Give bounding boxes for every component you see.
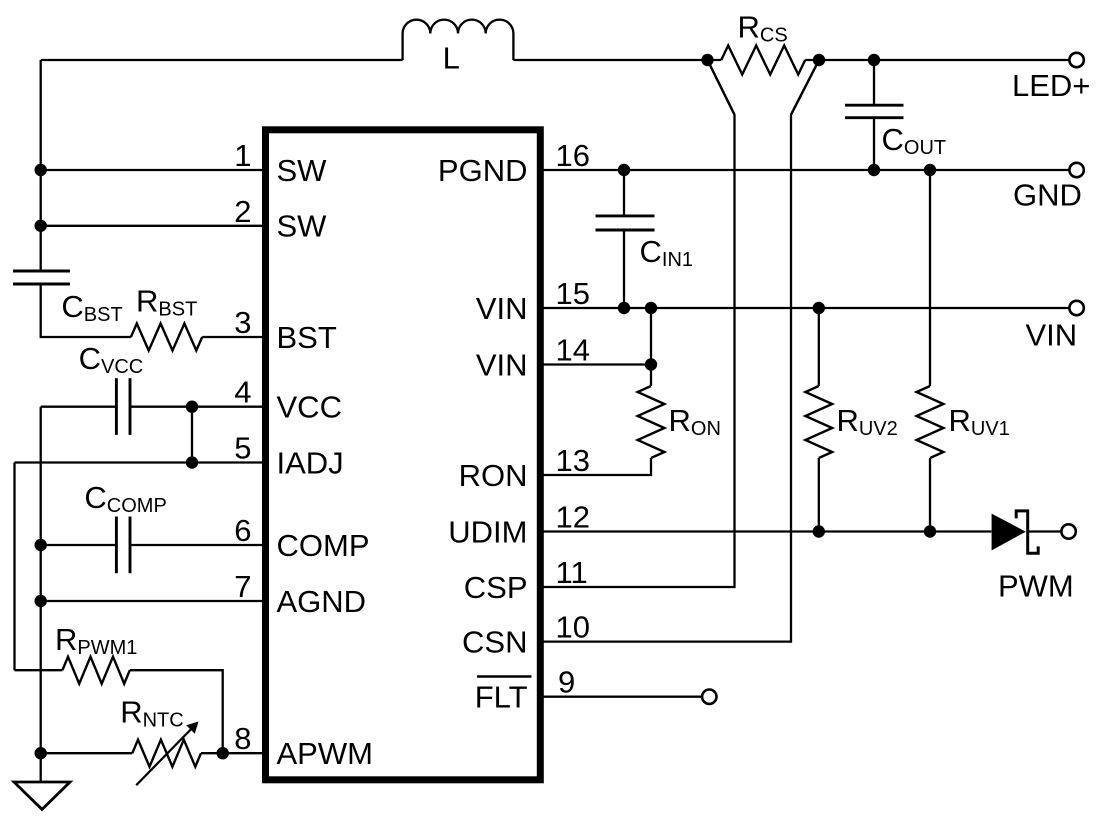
svg-text:10: 10 xyxy=(556,610,590,645)
svg-text:NTC: NTC xyxy=(143,710,184,732)
svg-text:OUT: OUT xyxy=(904,137,946,159)
svg-text:CSN: CSN xyxy=(462,625,527,660)
svg-text:R: R xyxy=(738,10,760,45)
svg-text:R: R xyxy=(55,622,77,657)
svg-text:APWM: APWM xyxy=(277,736,373,771)
svg-text:SW: SW xyxy=(277,209,328,244)
svg-text:C: C xyxy=(79,341,101,376)
svg-text:3: 3 xyxy=(234,305,251,340)
svg-text:14: 14 xyxy=(556,333,590,368)
svg-text:C: C xyxy=(61,289,83,324)
svg-text:IN1: IN1 xyxy=(662,249,693,271)
svg-text:VCC: VCC xyxy=(101,356,143,378)
svg-text:PWM: PWM xyxy=(998,569,1074,604)
svg-text:CSP: CSP xyxy=(464,570,528,605)
svg-text:11: 11 xyxy=(556,555,588,590)
svg-text:13: 13 xyxy=(556,443,590,478)
svg-text:COMP: COMP xyxy=(277,528,370,563)
svg-text:R: R xyxy=(120,695,142,730)
svg-text:PGND: PGND xyxy=(438,153,528,188)
svg-text:16: 16 xyxy=(556,138,590,173)
svg-text:VIN: VIN xyxy=(476,291,528,326)
svg-text:8: 8 xyxy=(234,721,251,756)
svg-text:CS: CS xyxy=(760,25,788,47)
svg-text:ON: ON xyxy=(691,418,721,440)
svg-text:UDIM: UDIM xyxy=(448,514,527,549)
svg-text:LED+: LED+ xyxy=(1012,68,1090,103)
svg-text:IADJ: IADJ xyxy=(277,445,344,480)
svg-text:PWM1: PWM1 xyxy=(77,637,137,659)
svg-text:7: 7 xyxy=(234,569,251,604)
svg-text:1: 1 xyxy=(234,138,251,173)
svg-text:BST: BST xyxy=(84,304,123,326)
svg-text:2: 2 xyxy=(234,194,251,229)
svg-text:15: 15 xyxy=(556,276,590,311)
svg-text:BST: BST xyxy=(158,299,197,321)
svg-text:VIN: VIN xyxy=(476,347,528,382)
svg-text:BST: BST xyxy=(277,320,337,355)
svg-text:C: C xyxy=(640,234,662,269)
svg-text:6: 6 xyxy=(234,513,251,548)
svg-text:SW: SW xyxy=(277,153,328,188)
svg-text:FLT: FLT xyxy=(475,680,528,715)
svg-text:GND: GND xyxy=(1013,178,1082,213)
svg-text:4: 4 xyxy=(234,375,251,410)
svg-text:COMP: COMP xyxy=(107,495,167,517)
svg-text:R: R xyxy=(136,284,158,319)
svg-text:AGND: AGND xyxy=(277,584,367,619)
svg-text:C: C xyxy=(84,480,106,515)
svg-text:R: R xyxy=(669,403,691,438)
svg-text:R: R xyxy=(837,403,859,438)
svg-text:UV2: UV2 xyxy=(859,418,898,440)
svg-text:L: L xyxy=(443,41,460,76)
svg-text:R: R xyxy=(949,403,971,438)
svg-text:RON: RON xyxy=(459,458,528,493)
svg-text:VCC: VCC xyxy=(277,390,342,425)
svg-text:VIN: VIN xyxy=(1026,318,1078,353)
svg-text:C: C xyxy=(882,122,904,157)
svg-text:12: 12 xyxy=(556,500,590,535)
svg-text:9: 9 xyxy=(558,665,575,700)
svg-text:5: 5 xyxy=(234,431,251,466)
svg-text:UV1: UV1 xyxy=(971,418,1010,440)
